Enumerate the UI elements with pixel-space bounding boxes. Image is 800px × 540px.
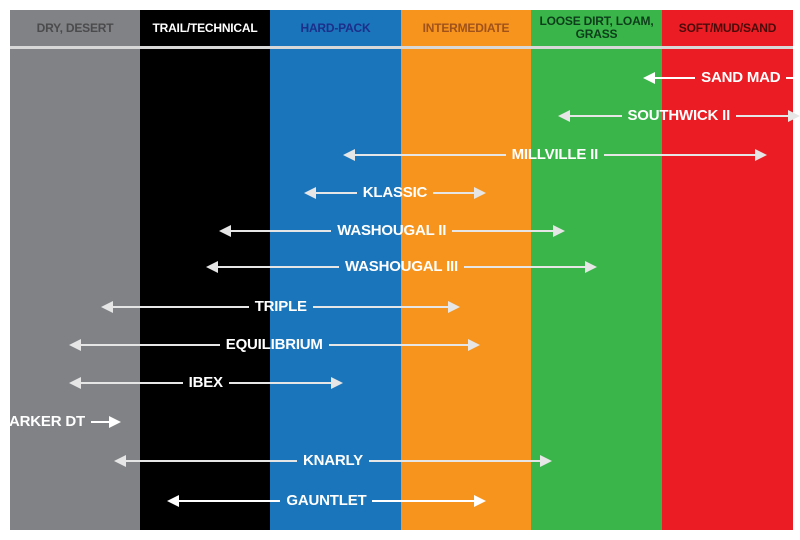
tire-range-southwick-ii: SOUTHWICK II — [558, 104, 800, 128]
tire-range-sand-mad: SAND MAD — [642, 66, 800, 90]
terrain-column-3 — [401, 10, 531, 530]
tire-name: MILLVILLE II — [511, 146, 599, 163]
arrow-left-icon — [558, 110, 571, 122]
tire-range-knarly: KNARLY — [114, 449, 552, 473]
terrain-column-label: INTERMEDIATE — [422, 20, 510, 35]
arrow-shaft-left — [176, 500, 281, 502]
tire-name: GAUNTLET — [286, 492, 367, 509]
tire-name: KNARLY — [303, 452, 363, 469]
terrain-column-label: SOFT/MUD/SAND — [678, 20, 777, 35]
arrow-shaft-left — [228, 230, 332, 232]
tire-range-washougal-ii: WASHOUGAL II — [218, 219, 565, 243]
arrow-left-icon — [342, 149, 355, 161]
tire-name: WASHOUGAL III — [345, 258, 458, 275]
tire-name: IBEX — [188, 374, 223, 391]
tire-range-gauntlet: GAUNTLET — [166, 489, 487, 513]
terrain-column-label: LOOSE DIRT, LOAM, GRASS — [539, 14, 654, 41]
arrow-right-icon — [467, 339, 480, 351]
arrow-left-icon — [68, 339, 81, 351]
arrow-left-icon — [205, 261, 218, 273]
arrow-shaft-right — [433, 192, 477, 194]
tire-range-washougal-iii: WASHOUGAL III — [205, 255, 598, 279]
arrow-shaft-right — [90, 421, 111, 423]
terrain-column-2 — [270, 10, 401, 530]
arrow-shaft-left — [568, 115, 622, 117]
header-divider — [10, 46, 793, 49]
arrow-shaft-right — [786, 77, 800, 79]
arrow-left-icon — [642, 72, 655, 84]
arrow-shaft-right — [604, 154, 757, 156]
tire-name: PARKER DT — [0, 413, 85, 430]
arrow-shaft-right — [736, 115, 790, 117]
arrow-shaft-right — [228, 382, 333, 384]
tire-name: SAND MAD — [701, 69, 781, 86]
arrow-right-icon — [787, 110, 800, 122]
arrow-shaft-left — [652, 77, 696, 79]
arrow-right-icon — [585, 261, 598, 273]
terrain-column-5 — [662, 10, 793, 530]
tire-range-equilibrium: EQUILIBRIUM — [68, 333, 480, 357]
arrow-right-icon — [448, 301, 461, 313]
tire-name: KLASSIC — [362, 184, 428, 201]
arrow-right-icon — [474, 187, 487, 199]
arrow-shaft-left — [124, 460, 298, 462]
arrow-shaft-left — [111, 306, 249, 308]
arrow-shaft-left — [78, 344, 220, 346]
arrow-left-icon — [68, 377, 81, 389]
terrain-column-label: HARD-PACK — [300, 20, 371, 35]
terrain-column-1 — [140, 10, 270, 530]
arrow-right-icon — [552, 225, 565, 237]
tire-name: SOUTHWICK II — [627, 107, 731, 124]
arrow-shaft-right — [328, 344, 470, 346]
arrow-left-icon — [166, 495, 179, 507]
tire-name: WASHOUGAL II — [337, 222, 447, 239]
arrow-right-icon — [330, 377, 343, 389]
terrain-column-0 — [10, 10, 140, 530]
arrow-shaft-left — [78, 382, 183, 384]
arrow-right-icon — [754, 149, 767, 161]
arrow-shaft-left — [313, 192, 357, 194]
terrain-column-label: DRY, DESERT — [36, 20, 114, 35]
arrow-left-icon — [303, 187, 316, 199]
arrow-shaft-right — [312, 306, 451, 308]
tire-range-parker-dt: PARKER DT — [0, 410, 121, 434]
arrow-shaft-left — [352, 154, 506, 156]
arrow-right-icon — [539, 455, 552, 467]
arrow-right-icon — [108, 416, 121, 428]
arrow-shaft-right — [368, 460, 542, 462]
arrow-left-icon — [114, 455, 127, 467]
tire-name: EQUILIBRIUM — [225, 336, 323, 353]
arrow-shaft-right — [372, 500, 477, 502]
tire-name: TRIPLE — [254, 298, 307, 315]
tire-range-klassic: KLASSIC — [303, 181, 487, 205]
tire-range-millville-ii: MILLVILLE II — [342, 143, 767, 167]
arrow-shaft-right — [463, 266, 588, 268]
arrow-shaft-left — [215, 266, 340, 268]
arrow-right-icon — [474, 495, 487, 507]
terrain-column-label: TRAIL/TECHNICAL — [152, 20, 258, 35]
tire-range-ibex: IBEX — [68, 371, 343, 395]
tire-range-triple: TRIPLE — [101, 295, 461, 319]
arrow-left-icon — [101, 301, 114, 313]
arrow-shaft-right — [452, 230, 555, 232]
arrow-left-icon — [218, 225, 231, 237]
